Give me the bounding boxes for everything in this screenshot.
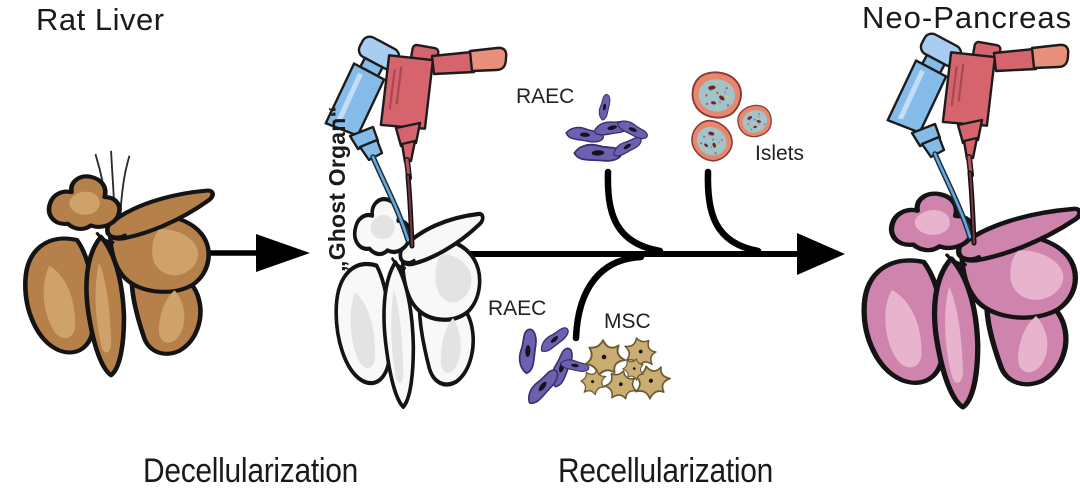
recellularization-arrow xyxy=(467,233,845,275)
raec-top-label: RAEC xyxy=(516,85,575,108)
raec-msc-branch xyxy=(572,253,645,342)
raec-top-branch xyxy=(604,168,664,255)
decellularization-arrow xyxy=(196,234,310,272)
cell-infusion-branches xyxy=(572,168,762,342)
msc-label: MSC xyxy=(604,310,651,333)
raec-bottom-label: RAEC xyxy=(488,297,547,320)
rat-liver-title: Rat Liver xyxy=(36,2,165,37)
decellularization-label: Decellularization xyxy=(143,452,359,489)
neo-pancreas-title: Neo-Pancreas xyxy=(862,0,1073,35)
ghost-organ-label: „Ghost Organ“ xyxy=(324,105,350,272)
msc-cells xyxy=(575,330,675,405)
islets-branch xyxy=(704,168,762,255)
raec-cells-top xyxy=(564,93,650,165)
islets-label: Islets xyxy=(755,142,805,165)
recellularization-label: Recellularization xyxy=(558,452,774,489)
rat-liver-illustration xyxy=(25,150,212,375)
